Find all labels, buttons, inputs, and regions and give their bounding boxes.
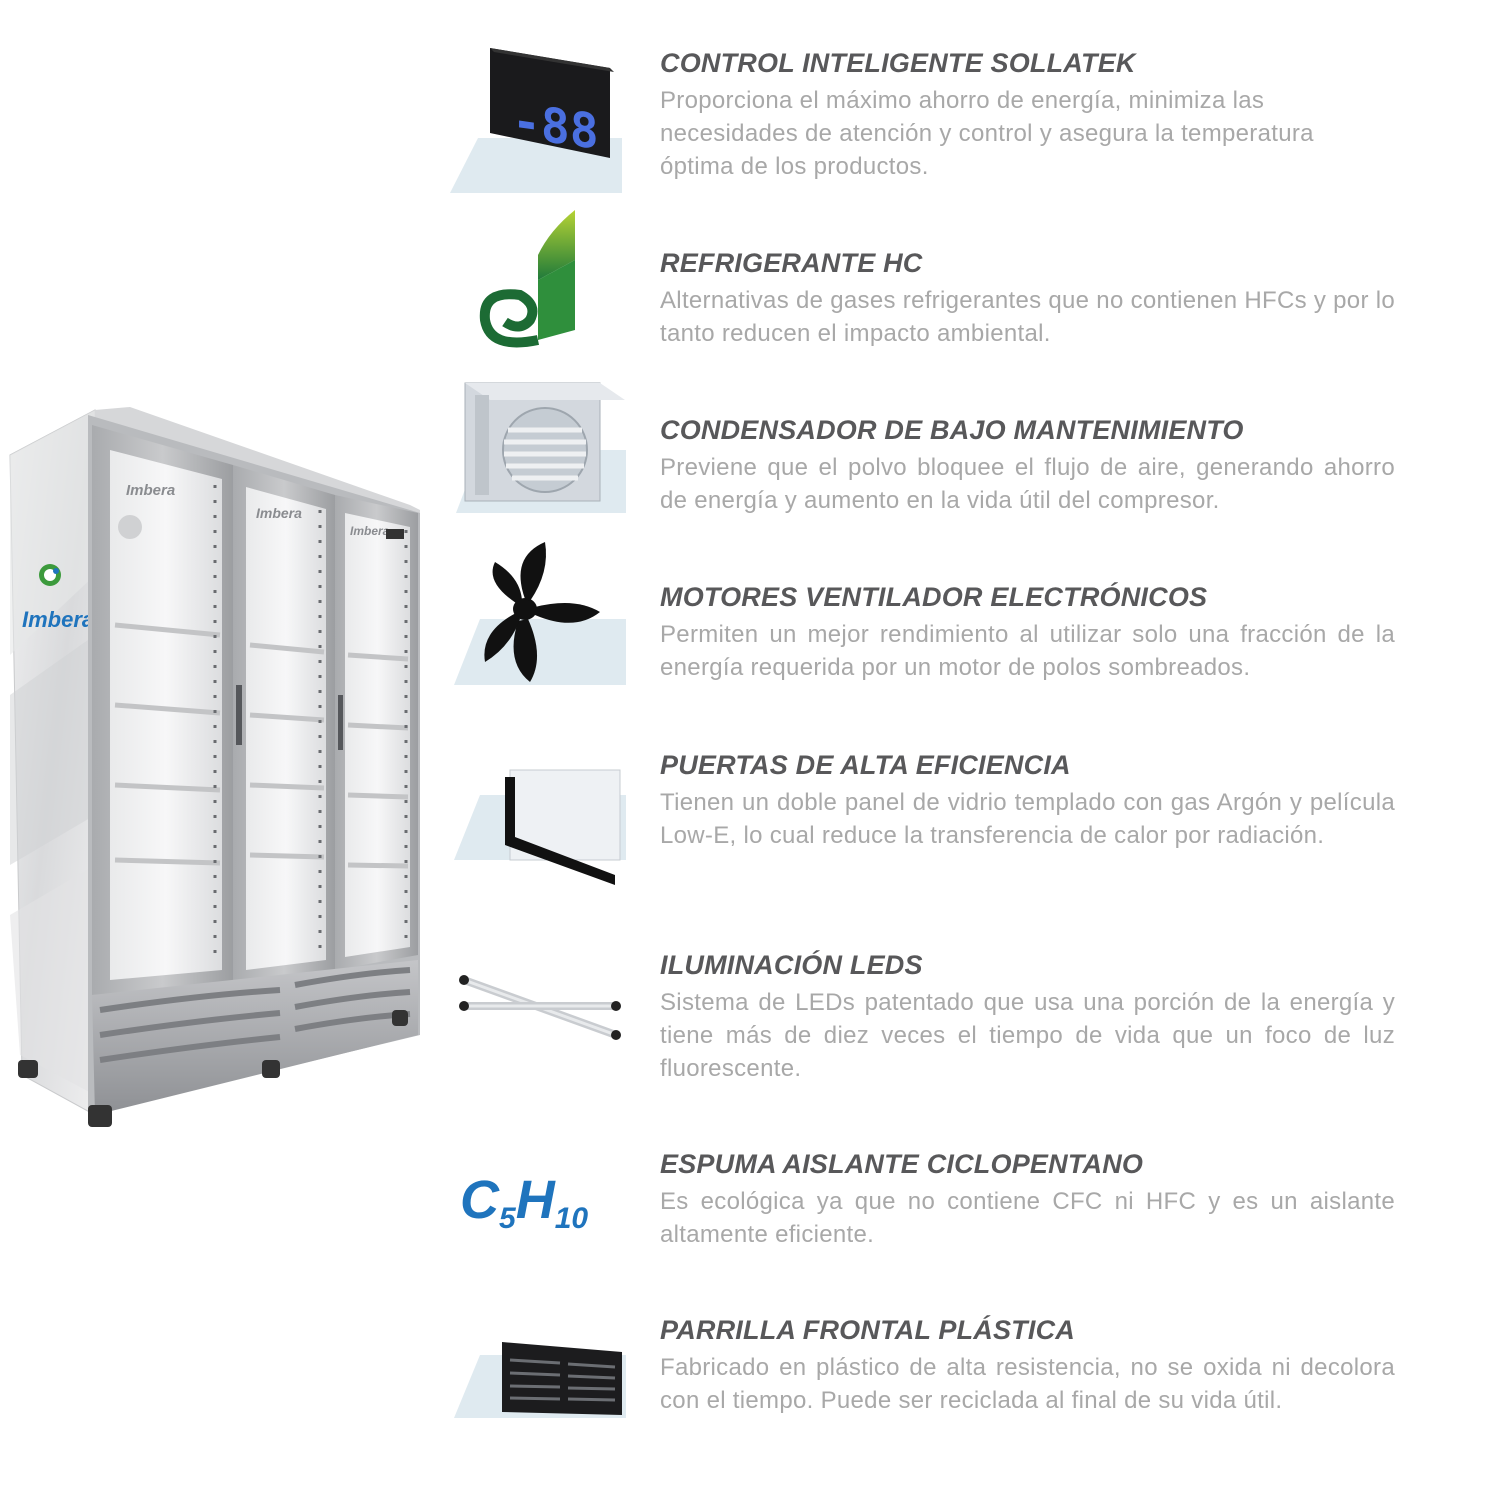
svg-text:Imbera: Imbera [350,524,390,538]
led-strip-icon [450,970,630,1040]
brand-logo: Imbera [22,564,94,632]
plastic-grille-icon [450,1340,630,1420]
condenser-icon [450,375,630,515]
feature-title: CONTROL INTELIGENTE SOLLATEK [660,48,1136,78]
door-brand-label: Imbera [126,482,175,499]
feature-title: PARRILLA FRONTAL PLÁSTICA [660,1315,1075,1345]
formula-carbon-subscript: 5 [499,1202,516,1235]
digital-controller-icon: -88 [450,48,630,193]
three-door-refrigerator-illustration: Imbera Imbera Imbera [9,407,420,1127]
feature-title: REFRIGERANTE HC [660,248,923,278]
feature-led-lighting: ILUMINACIÓN LEDS Sistema de LEDs patenta… [450,950,1480,1100]
feature-description: Fabricado en plástico de alta resistenci… [660,1354,1395,1414]
feature-refrigerant: REFRIGERANTE HC Alternativas de gases re… [450,210,1480,368]
svg-text:-88: -88 [512,93,599,161]
front-grille [92,960,418,1115]
feature-doors: PUERTAS DE ALTA EFICIENCIA Tienen un dob… [450,750,1480,900]
feature-condenser: CONDENSADOR DE BAJO MANTENIMIENTO Previe… [450,382,1480,535]
feature-description: Tienen un doble panel de vidrio templado… [660,789,1395,849]
feature-title: PUERTAS DE ALTA EFICIENCIA [660,750,1071,780]
feature-description: Proporciona el máximo ahorro de energía,… [660,87,1314,180]
feature-insulation-foam: C5H10 ESPUMA AISLANTE CICLOPENTANO Es ec… [450,1149,1480,1269]
feature-title: ESPUMA AISLANTE CICLOPENTANO [660,1149,1144,1179]
door-right: Imbera [335,495,418,970]
brand-label: Imbera [22,607,94,632]
feature-description: Permiten un mejor rendimiento al utiliza… [660,621,1395,681]
fridge-image: Imbera Imbera Imbera [0,395,430,1135]
green-leaf-icon [450,210,630,350]
feature-front-grille: PARRILLA FRONTAL PLÁSTICA Fabricado en p… [450,1315,1480,1465]
feature-title: ILUMINACIÓN LEDS [660,950,923,980]
feature-title: MOTORES VENTILADOR ELECTRÓNICOS [660,582,1208,612]
feature-control: -88 CONTROL INTELIGENTE SOLLATEK Proporc… [450,48,1480,198]
svg-text:Imbera: Imbera [256,505,302,521]
feature-description: Previene que el polvo bloquee el flujo d… [660,454,1395,514]
door-middle: Imbera [233,465,335,985]
formula-hydrogen-subscript: 10 [554,1202,589,1235]
feature-title: CONDENSADOR DE BAJO MANTENIMIENTO [660,415,1244,445]
feature-description: Sistema de LEDs patentado que usa una po… [660,989,1395,1082]
door-left: Imbera [92,425,233,995]
feature-fan-motors: MOTORES VENTILADOR ELECTRÓNICOS Permiten… [450,542,1480,702]
formula-carbon: C [460,1170,499,1230]
feature-description: Alternativas de gases refrigerantes que … [660,287,1395,347]
fan-blade-icon [450,537,630,687]
formula-hydrogen: H [515,1170,555,1230]
feature-description: Es ecológica ya que no contiene CFC ni H… [660,1188,1395,1248]
glass-door-panel-icon [450,765,630,890]
